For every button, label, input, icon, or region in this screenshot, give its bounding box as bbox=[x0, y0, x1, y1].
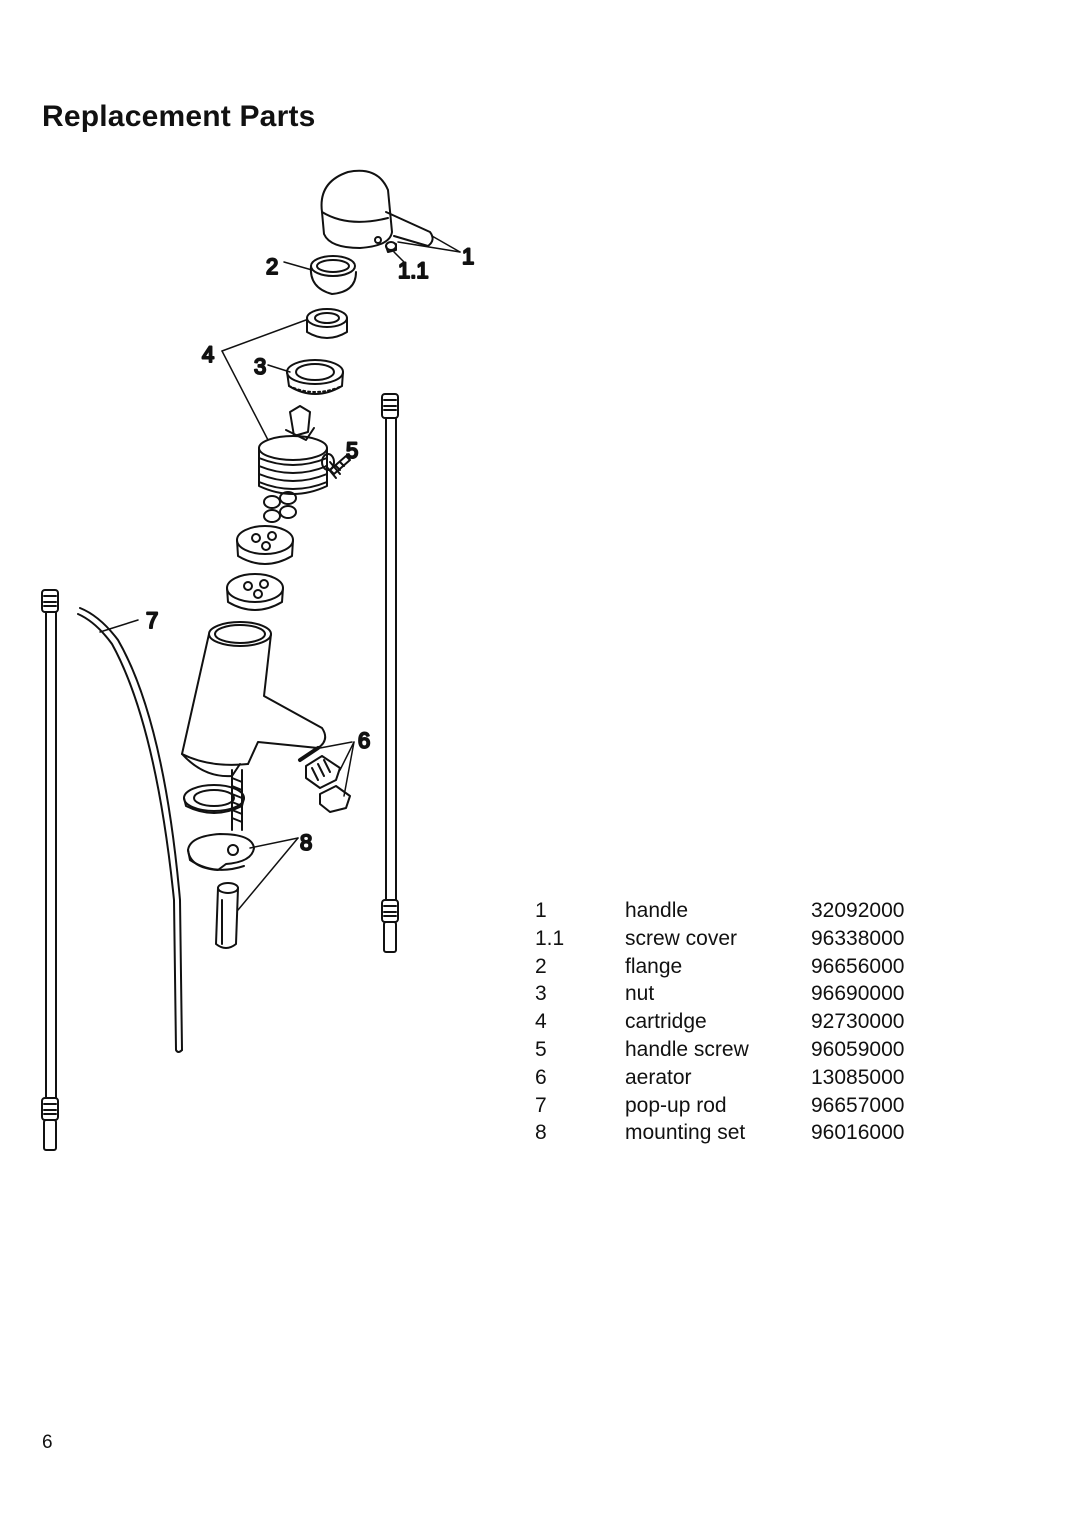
handle-screw-part bbox=[325, 455, 351, 479]
callout-5: 5 bbox=[346, 438, 358, 463]
callout-4: 4 bbox=[202, 342, 214, 367]
callout-1-1: 1.1 bbox=[398, 258, 429, 283]
part-name: cartridge bbox=[625, 1010, 707, 1034]
upper-disc bbox=[236, 525, 294, 565]
part-name: aerator bbox=[625, 1065, 692, 1089]
table-row: 6 aerator 13085000 bbox=[530, 1064, 930, 1092]
part-number: 5 bbox=[535, 1037, 547, 1061]
faucet-body bbox=[181, 621, 327, 778]
cartridge-part bbox=[258, 405, 335, 495]
table-row: 7 pop-up rod 96657000 bbox=[530, 1092, 930, 1120]
part-code: 96690000 bbox=[811, 982, 905, 1006]
part-code: 96657000 bbox=[811, 1093, 905, 1117]
part-number: 2 bbox=[535, 954, 547, 978]
part-number: 1.1 bbox=[535, 926, 565, 950]
screw-cover-part bbox=[385, 241, 397, 253]
part-code: 92730000 bbox=[811, 1010, 905, 1034]
right-supply-hose bbox=[381, 393, 399, 953]
part-code: 32092000 bbox=[811, 899, 905, 922]
flange-part bbox=[309, 255, 357, 295]
part-number: 7 bbox=[535, 1093, 547, 1117]
table-row: 3 nut 96690000 bbox=[530, 980, 930, 1008]
part-name: flange bbox=[625, 954, 683, 978]
callout-3: 3 bbox=[254, 354, 266, 379]
callout-1: 1 bbox=[462, 244, 474, 269]
part-name: screw cover bbox=[625, 926, 738, 950]
parts-table: 1 handle 32092000 1.1 screw cover 963380… bbox=[530, 897, 930, 1147]
part-number: 1 bbox=[535, 899, 547, 922]
part-number: 4 bbox=[535, 1010, 547, 1034]
callout-8: 8 bbox=[300, 830, 312, 855]
part-number: 3 bbox=[535, 982, 547, 1006]
pop-up-rod bbox=[77, 607, 183, 1053]
exploded-parts-diagram: 1 1.1 2 3 4 5 6 7 8 bbox=[41, 169, 475, 1151]
part-name: mounting set bbox=[625, 1121, 746, 1145]
page-number: 6 bbox=[42, 1432, 53, 1453]
part-name: handle screw bbox=[625, 1037, 749, 1061]
callout-6: 6 bbox=[358, 728, 370, 753]
table-row: 1 handle 32092000 bbox=[530, 897, 930, 925]
threaded-rod bbox=[231, 769, 243, 831]
aerator-part bbox=[298, 746, 351, 813]
part-code: 96338000 bbox=[811, 926, 905, 950]
part-name: handle bbox=[625, 899, 689, 922]
page-title: Replacement Parts bbox=[42, 100, 316, 133]
mounting-nut bbox=[215, 882, 239, 949]
cartridge-top-ring bbox=[306, 308, 348, 339]
part-code: 96016000 bbox=[811, 1121, 905, 1145]
seal-rings bbox=[263, 491, 297, 523]
base-gasket bbox=[183, 784, 245, 814]
lower-disc bbox=[226, 573, 284, 611]
handle-part bbox=[320, 169, 434, 249]
part-code: 96656000 bbox=[811, 954, 905, 978]
table-row: 2 flange 96656000 bbox=[530, 953, 930, 981]
table-row: 1.1 screw cover 96338000 bbox=[530, 925, 930, 953]
left-supply-hose bbox=[41, 589, 59, 1151]
table-row: 8 mounting set 96016000 bbox=[530, 1119, 930, 1147]
table-row: 4 cartridge 92730000 bbox=[530, 1008, 930, 1036]
part-number: 8 bbox=[535, 1121, 547, 1145]
table-row: 5 handle screw 96059000 bbox=[530, 1036, 930, 1064]
nut-part bbox=[286, 359, 344, 395]
part-name: nut bbox=[625, 982, 655, 1006]
callout-7: 7 bbox=[146, 608, 158, 633]
callout-2: 2 bbox=[266, 254, 278, 279]
part-name: pop-up rod bbox=[625, 1093, 727, 1117]
horseshoe-washer bbox=[187, 833, 255, 871]
part-code: 96059000 bbox=[811, 1037, 905, 1061]
part-number: 6 bbox=[535, 1065, 547, 1089]
part-code: 13085000 bbox=[811, 1065, 905, 1089]
